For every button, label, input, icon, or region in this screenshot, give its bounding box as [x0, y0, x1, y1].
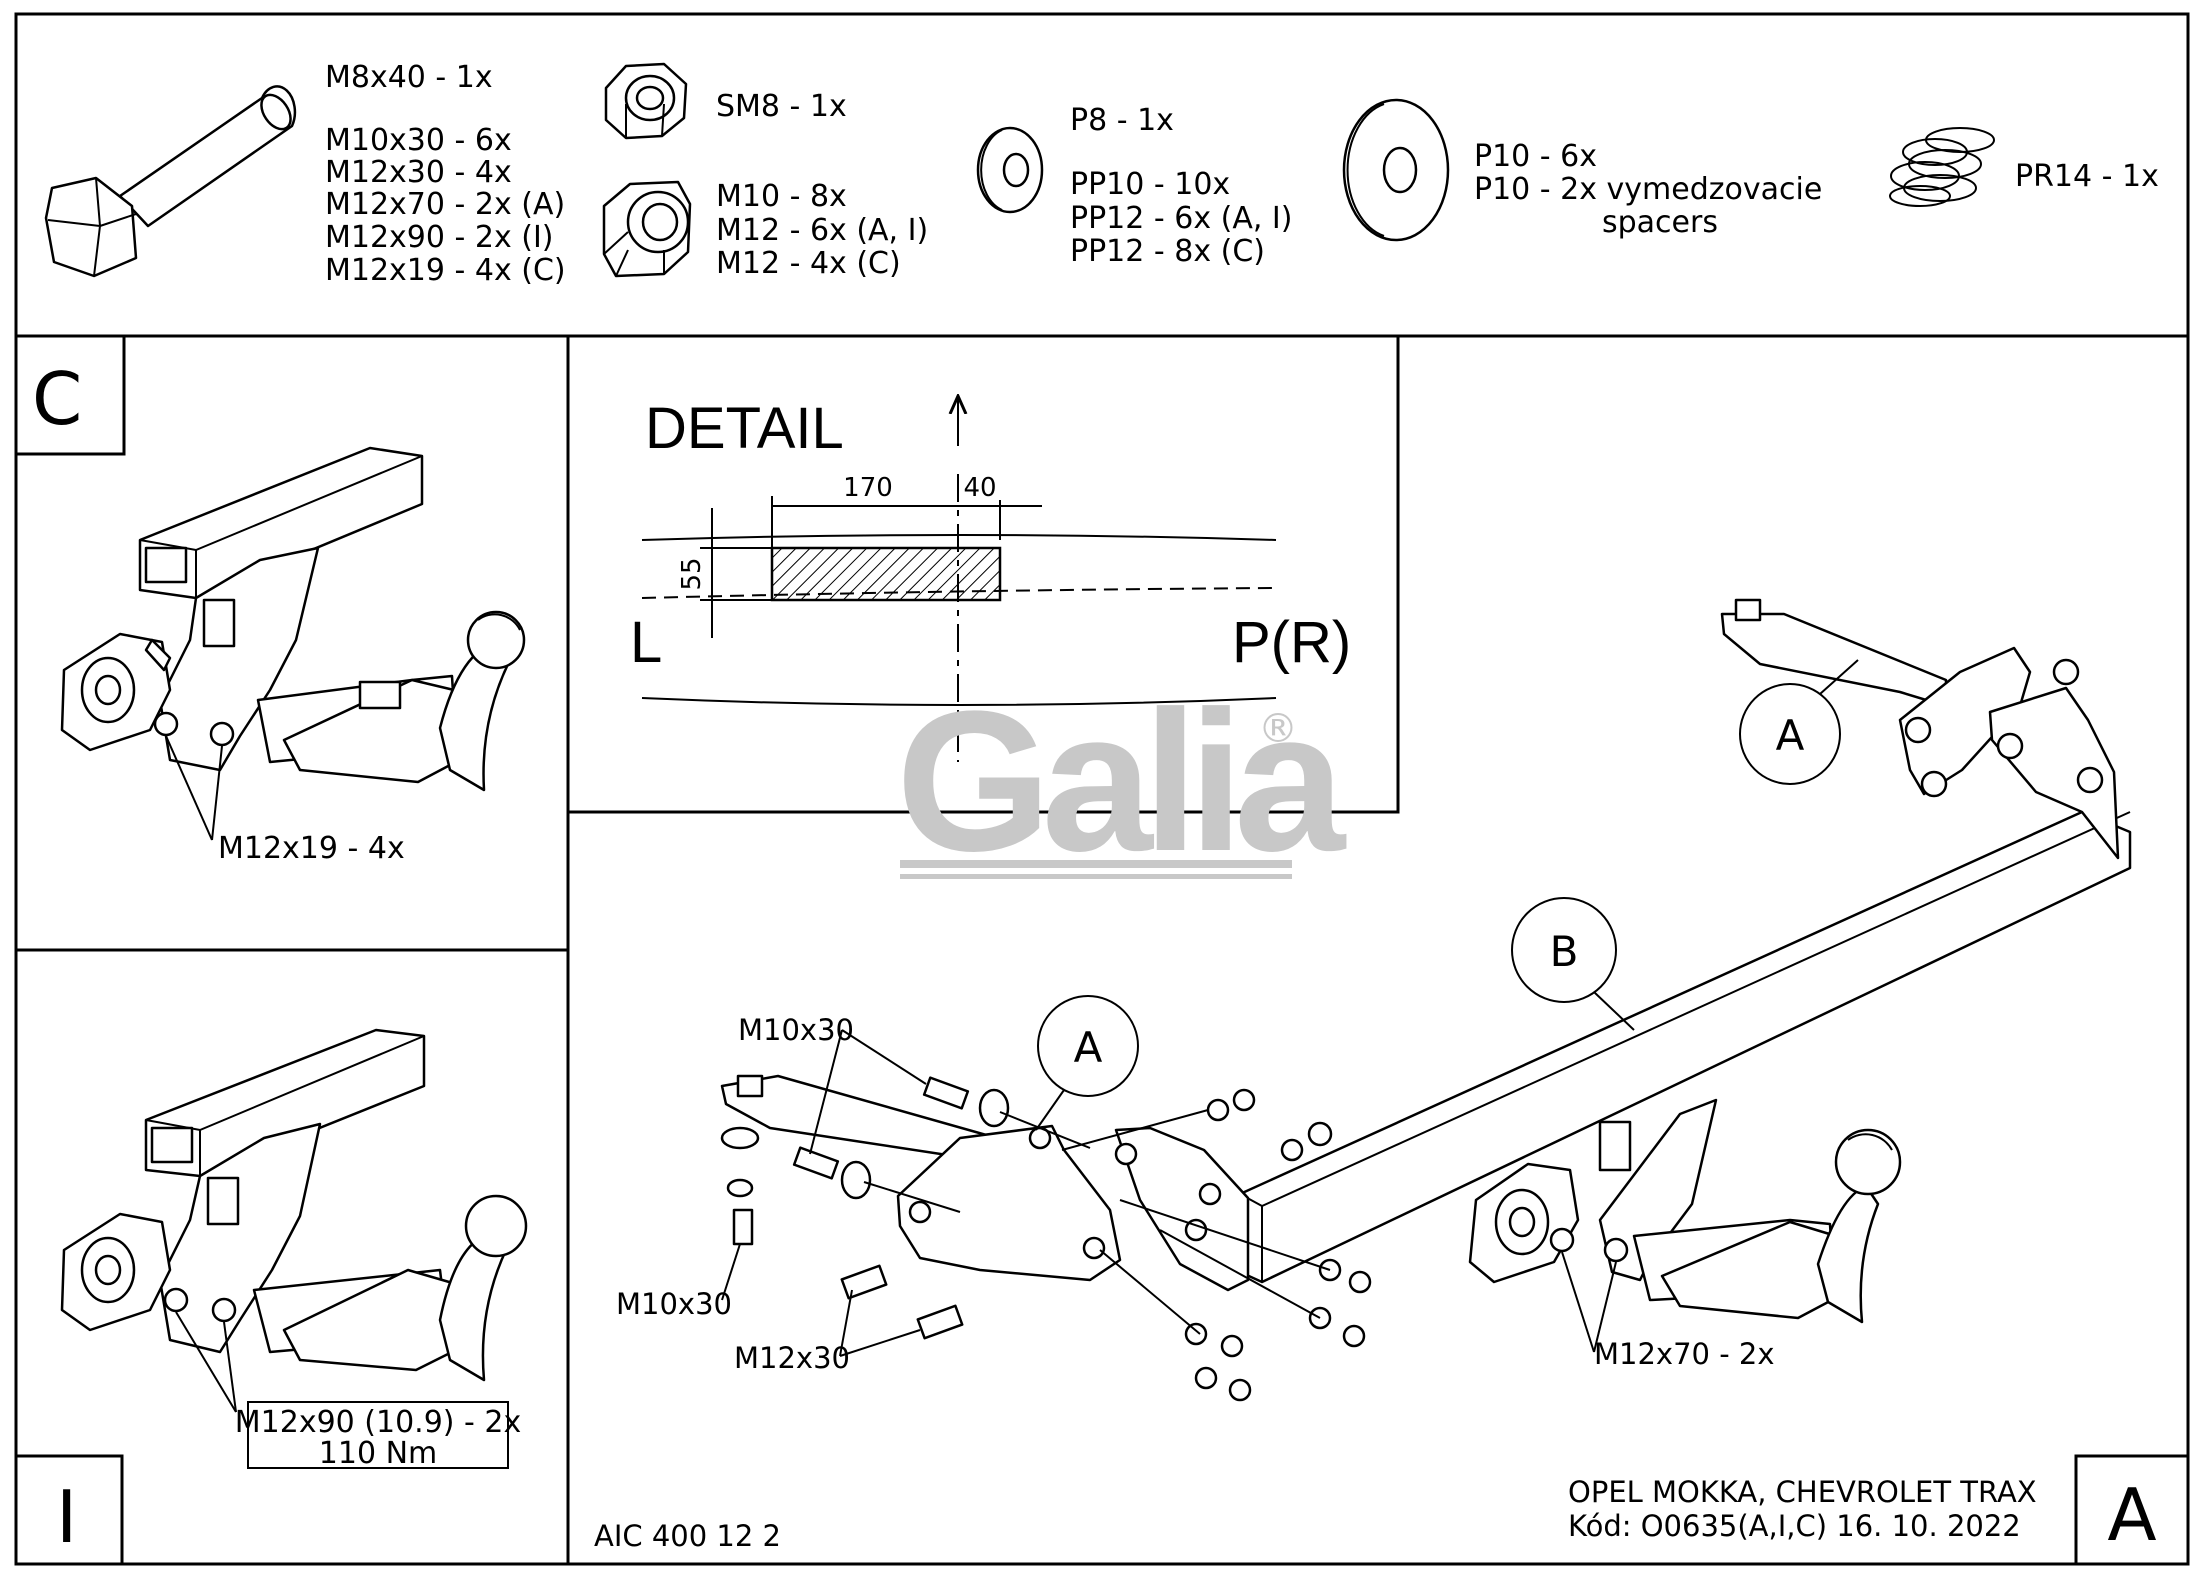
large-washer-spec-1: P10 - 2x vymedzovacie — [1474, 172, 1822, 207]
large-washer-spec-0: P10 - 6x — [1474, 139, 1597, 174]
washer-spec-1: PP10 - 10x — [1070, 167, 1230, 202]
leader-m12x30-1 — [839, 1289, 853, 1357]
lock-nut-icon — [604, 62, 688, 140]
panel-c-callout: M12x19 - 4x — [218, 831, 405, 866]
washer-spec-3: PP12 - 8x (C) — [1070, 234, 1265, 269]
left-side-bracket-icon — [720, 1074, 1250, 1292]
leader-m12x70-1 — [1561, 1251, 1595, 1353]
washer-spec-0: P8 - 1x — [1070, 103, 1174, 138]
leader-m12x70-2 — [1593, 1261, 1617, 1353]
right-side-bracket-icon — [1720, 598, 2120, 860]
bolt-spec-5: M12x19 - 4x (C) — [325, 253, 566, 288]
lock-nut-spec: SM8 - 1x — [716, 89, 847, 124]
panel-c-letter-box — [14, 334, 126, 456]
large-washer-spec-2: spacers — [1602, 205, 1718, 240]
panel-c-leader-2 — [211, 745, 223, 841]
drawing-code: AIC 400 12 2 — [594, 1519, 781, 1553]
nut-spec-0: M10 - 8x — [716, 179, 847, 214]
panel-i-leader-1 — [175, 1311, 237, 1413]
nut-spec-2: M12 - 4x (C) — [716, 246, 901, 281]
balloon-b-leader — [1593, 991, 1635, 1031]
label-m10x30-top: M10x30 — [738, 1013, 854, 1047]
detail-title: DETAIL — [645, 396, 844, 461]
label-m12x30: M12x30 — [734, 1341, 850, 1375]
label-m10x30-left: M10x30 — [616, 1287, 732, 1321]
washer-spec-2: PP12 - 6x (A, I) — [1070, 201, 1292, 236]
bolt-spec-2: M12x30 - 4x — [325, 155, 512, 190]
dim-170: 170 — [843, 473, 893, 503]
spring-icon — [1889, 127, 1995, 207]
panel-a-letter: A — [2107, 1473, 2156, 1557]
balloon-a-upper — [1739, 683, 1841, 785]
panel-a-letter-box — [2074, 1454, 2190, 1566]
leader-m10x30-left — [721, 1243, 741, 1301]
watermark-registered: ® — [1258, 706, 1298, 752]
spring-spec: PR14 - 1x — [2015, 159, 2159, 194]
panel-i-callout-box — [247, 1401, 509, 1469]
leader-m12x30-2 — [839, 1329, 921, 1357]
panel-c-leader-1 — [165, 735, 213, 841]
balloon-a-lower — [1037, 995, 1139, 1097]
panel-i-callout-1: M12x90 (10.9) - 2x — [235, 1405, 521, 1440]
bolt-spec-3: M12x70 - 2x (A) — [325, 187, 565, 222]
kod-date: Kód: O0635(A,I,C) 16. 10. 2022 — [1568, 1509, 2021, 1543]
nut-icon — [602, 180, 692, 278]
dim-40: 40 — [963, 473, 996, 503]
watermark-underline — [900, 860, 1292, 868]
balloon-a-lower-label: A — [1074, 1023, 1103, 1072]
panel-i-towbar-icon — [60, 1028, 528, 1382]
panel-i-letter-box — [14, 1454, 124, 1566]
panel-c-letter: C — [32, 357, 82, 441]
nut-spec-1: M12 - 6x (A, I) — [716, 213, 928, 248]
label-m12x70: M12x70 - 2x — [1594, 1337, 1775, 1371]
dim-55: 55 — [677, 557, 707, 590]
balloon-b — [1511, 897, 1617, 1003]
detail-left-label: L — [630, 610, 662, 675]
detail-bumper-bottom-line — [641, 697, 1277, 706]
panel-i-callout-2: 110 Nm — [319, 1436, 437, 1471]
bolt-spec-4: M12x90 - 2x (I) — [325, 220, 554, 255]
panel-c-towbar-icon — [60, 446, 526, 792]
bolt-spec-0: M8x40 - 1x — [325, 60, 493, 95]
fastener-axis-lines — [863, 1109, 1331, 1335]
vehicle-name: OPEL MOKKA, CHEVROLET TRAX — [1568, 1475, 2037, 1509]
large-washer-icon — [1342, 98, 1450, 242]
watermark-underline-2 — [900, 874, 1292, 879]
leader-m10x30-top-1 — [841, 1029, 927, 1085]
balloon-b-label: B — [1550, 927, 1579, 976]
ball-mount-icon — [1468, 1098, 1902, 1324]
balloon-a-upper-label: A — [1776, 711, 1805, 760]
detail-right-label: P(R) — [1232, 610, 1351, 675]
leader-m10x30-top-2 — [809, 1029, 843, 1155]
fasteners-icon — [720, 1076, 1372, 1402]
balloon-a-lower-leader — [1035, 1089, 1065, 1131]
outer-frame — [14, 12, 2190, 1566]
balloon-a-upper-leader — [1819, 659, 1859, 695]
bolt-spec-1: M10x30 - 6x — [325, 123, 512, 158]
panel-i-letter: I — [56, 1475, 77, 1559]
panel-i-leader-2 — [223, 1321, 237, 1413]
washer-icon — [976, 126, 1044, 214]
detail-bumper-top-line — [641, 534, 1277, 541]
bolt-icon — [44, 85, 297, 278]
detail-hatched-plate — [770, 546, 1002, 602]
watermark-logo: Galia — [896, 670, 1347, 893]
